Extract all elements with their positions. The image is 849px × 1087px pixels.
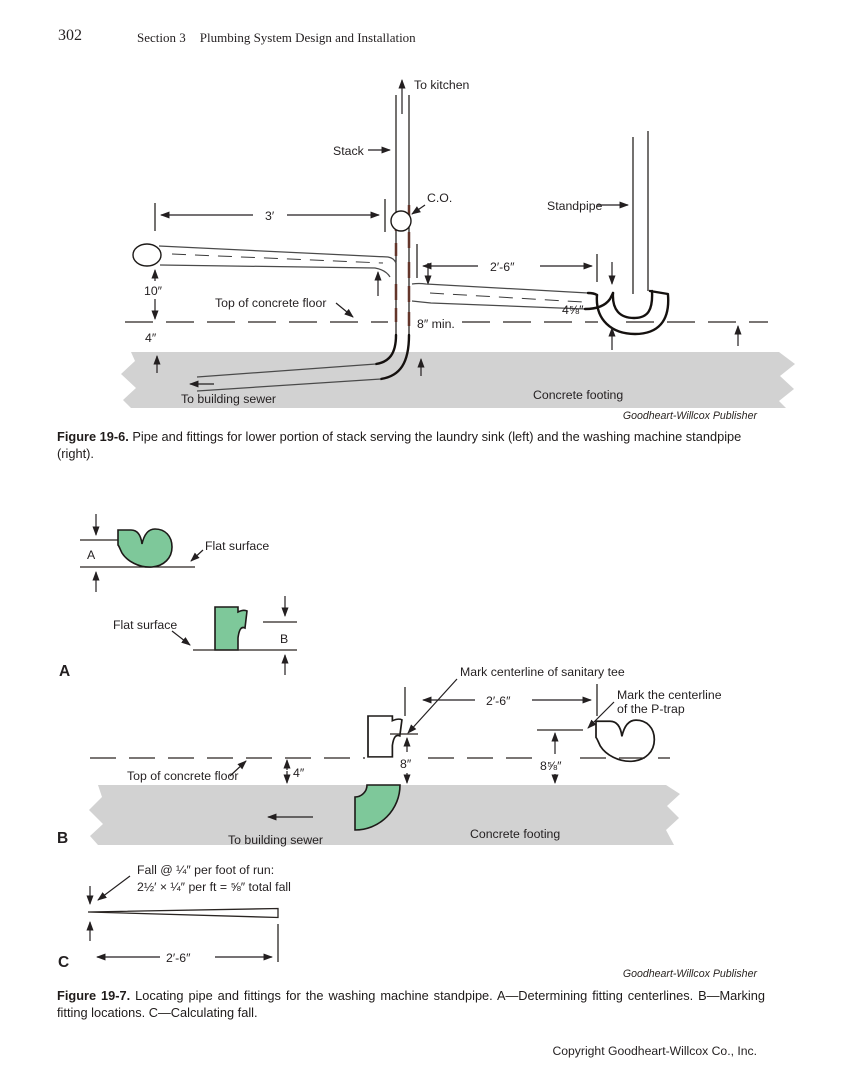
dim-8in: 8″ <box>400 737 412 784</box>
cleanout-fitting <box>390 210 412 232</box>
panel-a-label: A <box>59 663 70 680</box>
figure6-caption-label: Figure 19-6. <box>57 429 129 444</box>
flat-surface-label-2: Flat surface <box>113 618 177 632</box>
to-sewer-b-label: To building sewer <box>228 833 323 847</box>
footing-b-label: Concrete footing <box>470 827 560 841</box>
mark-ptrap-leader-arrow <box>587 701 615 729</box>
figure-19-6-diagram: To kitchen Stack C.O. 3′ 10″ <box>121 78 795 408</box>
panel-b-dim-2ft6: 2′-6″ <box>404 684 598 716</box>
dim-2ft6-c-label: 2′-6″ <box>166 951 191 965</box>
figure-19-7-diagram: A Flat surface Flat surface B A Mark cen… <box>57 514 722 971</box>
panel-c-label: C <box>58 954 69 971</box>
figure7-credit: Goodheart-Willcox Publisher <box>622 968 757 980</box>
standpipe-and-ptrap <box>583 131 670 336</box>
dim-3ft-label: 3′ <box>265 209 275 223</box>
dim-8-58-label: 8⅝″ <box>540 759 562 773</box>
dim-4-58-label: 4⅝″ <box>562 303 584 317</box>
section-title: Plumbing System Design and Installation <box>199 30 416 45</box>
top-floor-leader-arrow <box>335 302 354 318</box>
figure7-caption: Figure 19-7. Locating pipe and fittings … <box>57 988 765 1021</box>
dim-2ft6: 2′-6″ <box>416 244 616 285</box>
standpipe-label: Standpipe <box>547 199 603 213</box>
mark-tee-leader-arrow <box>407 678 458 734</box>
to-sewer-label: To building sewer <box>181 392 276 406</box>
panel-a-tee-diagram: Flat surface B <box>113 596 297 675</box>
fall-note-line2: 2½′ × ¼″ per ft = ⅝″ total fall <box>137 880 291 894</box>
panel-a-trap-diagram: A Flat surface <box>80 514 269 592</box>
top-floor-b-leader-arrow <box>229 760 247 777</box>
dim-8min-label: 8″ min. <box>417 317 455 331</box>
fall-note-line1: Fall @ ¼″ per foot of run: <box>137 863 274 877</box>
dim-2ft6-label: 2′-6″ <box>490 260 515 274</box>
dim-8-58in: 8⅝″ <box>540 732 562 784</box>
top-floor-label: Top of concrete floor <box>215 296 326 310</box>
ptrap-fitting-green <box>117 528 173 568</box>
section-header: Section 3 Plumbing System Design and Inst… <box>137 30 416 46</box>
dim-b-label: B <box>280 632 288 646</box>
top-floor-b-label: Top of concrete floor <box>127 769 238 783</box>
sanitary-tee-fitting-green <box>214 606 248 651</box>
concrete-footing-band <box>121 352 795 408</box>
section-label: Section 3 <box>137 30 186 45</box>
dim-8in-label: 8″ <box>400 757 412 771</box>
to-kitchen-label: To kitchen <box>414 78 470 92</box>
mark-ptrap-label-line1: Mark the centerline <box>617 688 722 702</box>
flat-surface-label-1: Flat surface <box>205 539 269 553</box>
figure7-caption-text: Locating pipe and fittings for the washi… <box>57 988 766 1020</box>
figure6-credit: Goodheart-Willcox Publisher <box>622 410 757 422</box>
ptrap-outline <box>595 719 656 763</box>
figure7-caption-label: Figure 19-7. <box>57 988 131 1003</box>
sanitary-tee-outline <box>367 715 403 758</box>
panel-c-fall-diagram: Fall @ ¼″ per foot of run: 2½′ × ¼″ per … <box>86 863 291 965</box>
dim-10in: 10″ <box>144 269 163 320</box>
laundry-drain-pipe <box>132 243 397 296</box>
figure6-caption-text: Pipe and fittings for lower portion of s… <box>57 429 742 461</box>
quarter-bend-fitting-green <box>354 784 401 831</box>
dim-4in-label: 4″ <box>145 331 157 345</box>
standpipe-branch-pipe <box>411 282 589 310</box>
mark-tee-label: Mark centerline of sanitary tee <box>460 665 625 679</box>
building-sewer-pipe <box>189 333 425 392</box>
dim-10in-label: 10″ <box>144 284 163 298</box>
panel-b-label: B <box>57 830 68 847</box>
dim-2ft6-b-label: 2′-6″ <box>486 694 511 708</box>
cleanout-label: C.O. <box>427 191 452 205</box>
copyright-line: Copyright Goodheart-Willcox Co., Inc. <box>552 1044 757 1058</box>
figure6-caption: Figure 19-6. Pipe and fittings for lower… <box>57 429 765 462</box>
stack-label: Stack <box>333 144 365 158</box>
dim-4in-b-label: 4″ <box>293 766 305 780</box>
fall-wedge <box>87 907 279 919</box>
page-number: 302 <box>58 27 82 44</box>
footing-label: Concrete footing <box>533 388 623 402</box>
stack-pipe <box>394 79 411 335</box>
dim-3ft: 3′ <box>154 199 386 232</box>
cleanout-leader-arrow <box>411 204 426 215</box>
dim-a-label: A <box>87 548 96 562</box>
mark-ptrap-label-line2: of the P-trap <box>617 702 685 716</box>
